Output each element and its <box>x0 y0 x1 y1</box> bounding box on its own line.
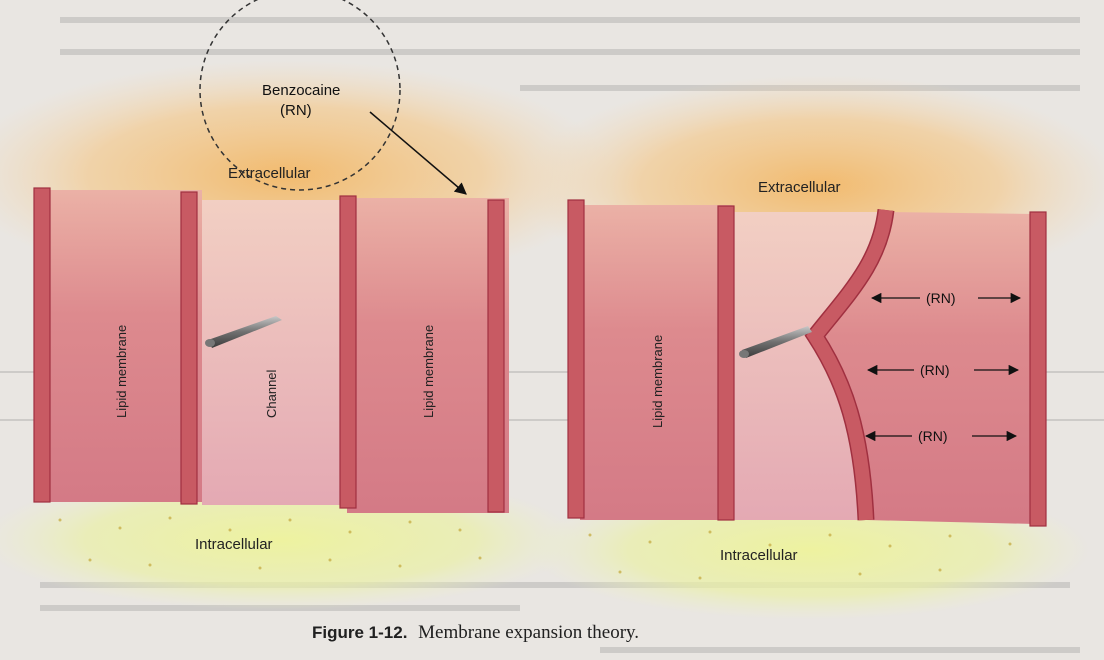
right-membrane-label-1: Lipid membrane <box>650 335 665 428</box>
left-membrane-bar-1 <box>34 188 50 502</box>
benzocaine-rn-label: (RN) <box>280 102 312 119</box>
figure-title: Membrane expansion theory. <box>418 622 639 643</box>
rn-label: (RN) <box>920 362 950 378</box>
right-membrane-bar-1 <box>568 200 584 518</box>
right-extracellular-label: Extracellular <box>758 179 841 196</box>
left-membrane-bar-2 <box>181 192 197 504</box>
channel-label: Channel <box>264 369 279 418</box>
left-membrane-label-1: Lipid membrane <box>114 325 129 418</box>
left-intracellular-label: Intracellular <box>195 536 273 553</box>
right-membrane-bar-4 <box>1030 212 1046 526</box>
benzocaine-label: Benzocaine <box>262 82 340 99</box>
left-panel: Extracellular Intracellular Lipid membra… <box>0 0 615 610</box>
figure-number: Figure 1-12. <box>312 623 407 642</box>
left-channel-region <box>202 200 347 505</box>
figure-caption: Figure 1-12. Membrane expansion theory. <box>312 622 912 646</box>
right-membrane-bar-2 <box>718 206 734 520</box>
left-membrane-bar-3 <box>340 196 356 508</box>
right-intracellular-label: Intracellular <box>720 547 798 564</box>
left-membrane-label-2: Lipid membrane <box>421 325 436 418</box>
right-panel: Extracellular Intracellular Lipid membra… <box>520 75 1104 620</box>
rn-label: (RN) <box>926 290 956 306</box>
left-extracellular-label: Extracellular <box>228 165 311 182</box>
left-membrane-bar-4 <box>488 200 504 512</box>
rn-label: (RN) <box>918 428 948 444</box>
